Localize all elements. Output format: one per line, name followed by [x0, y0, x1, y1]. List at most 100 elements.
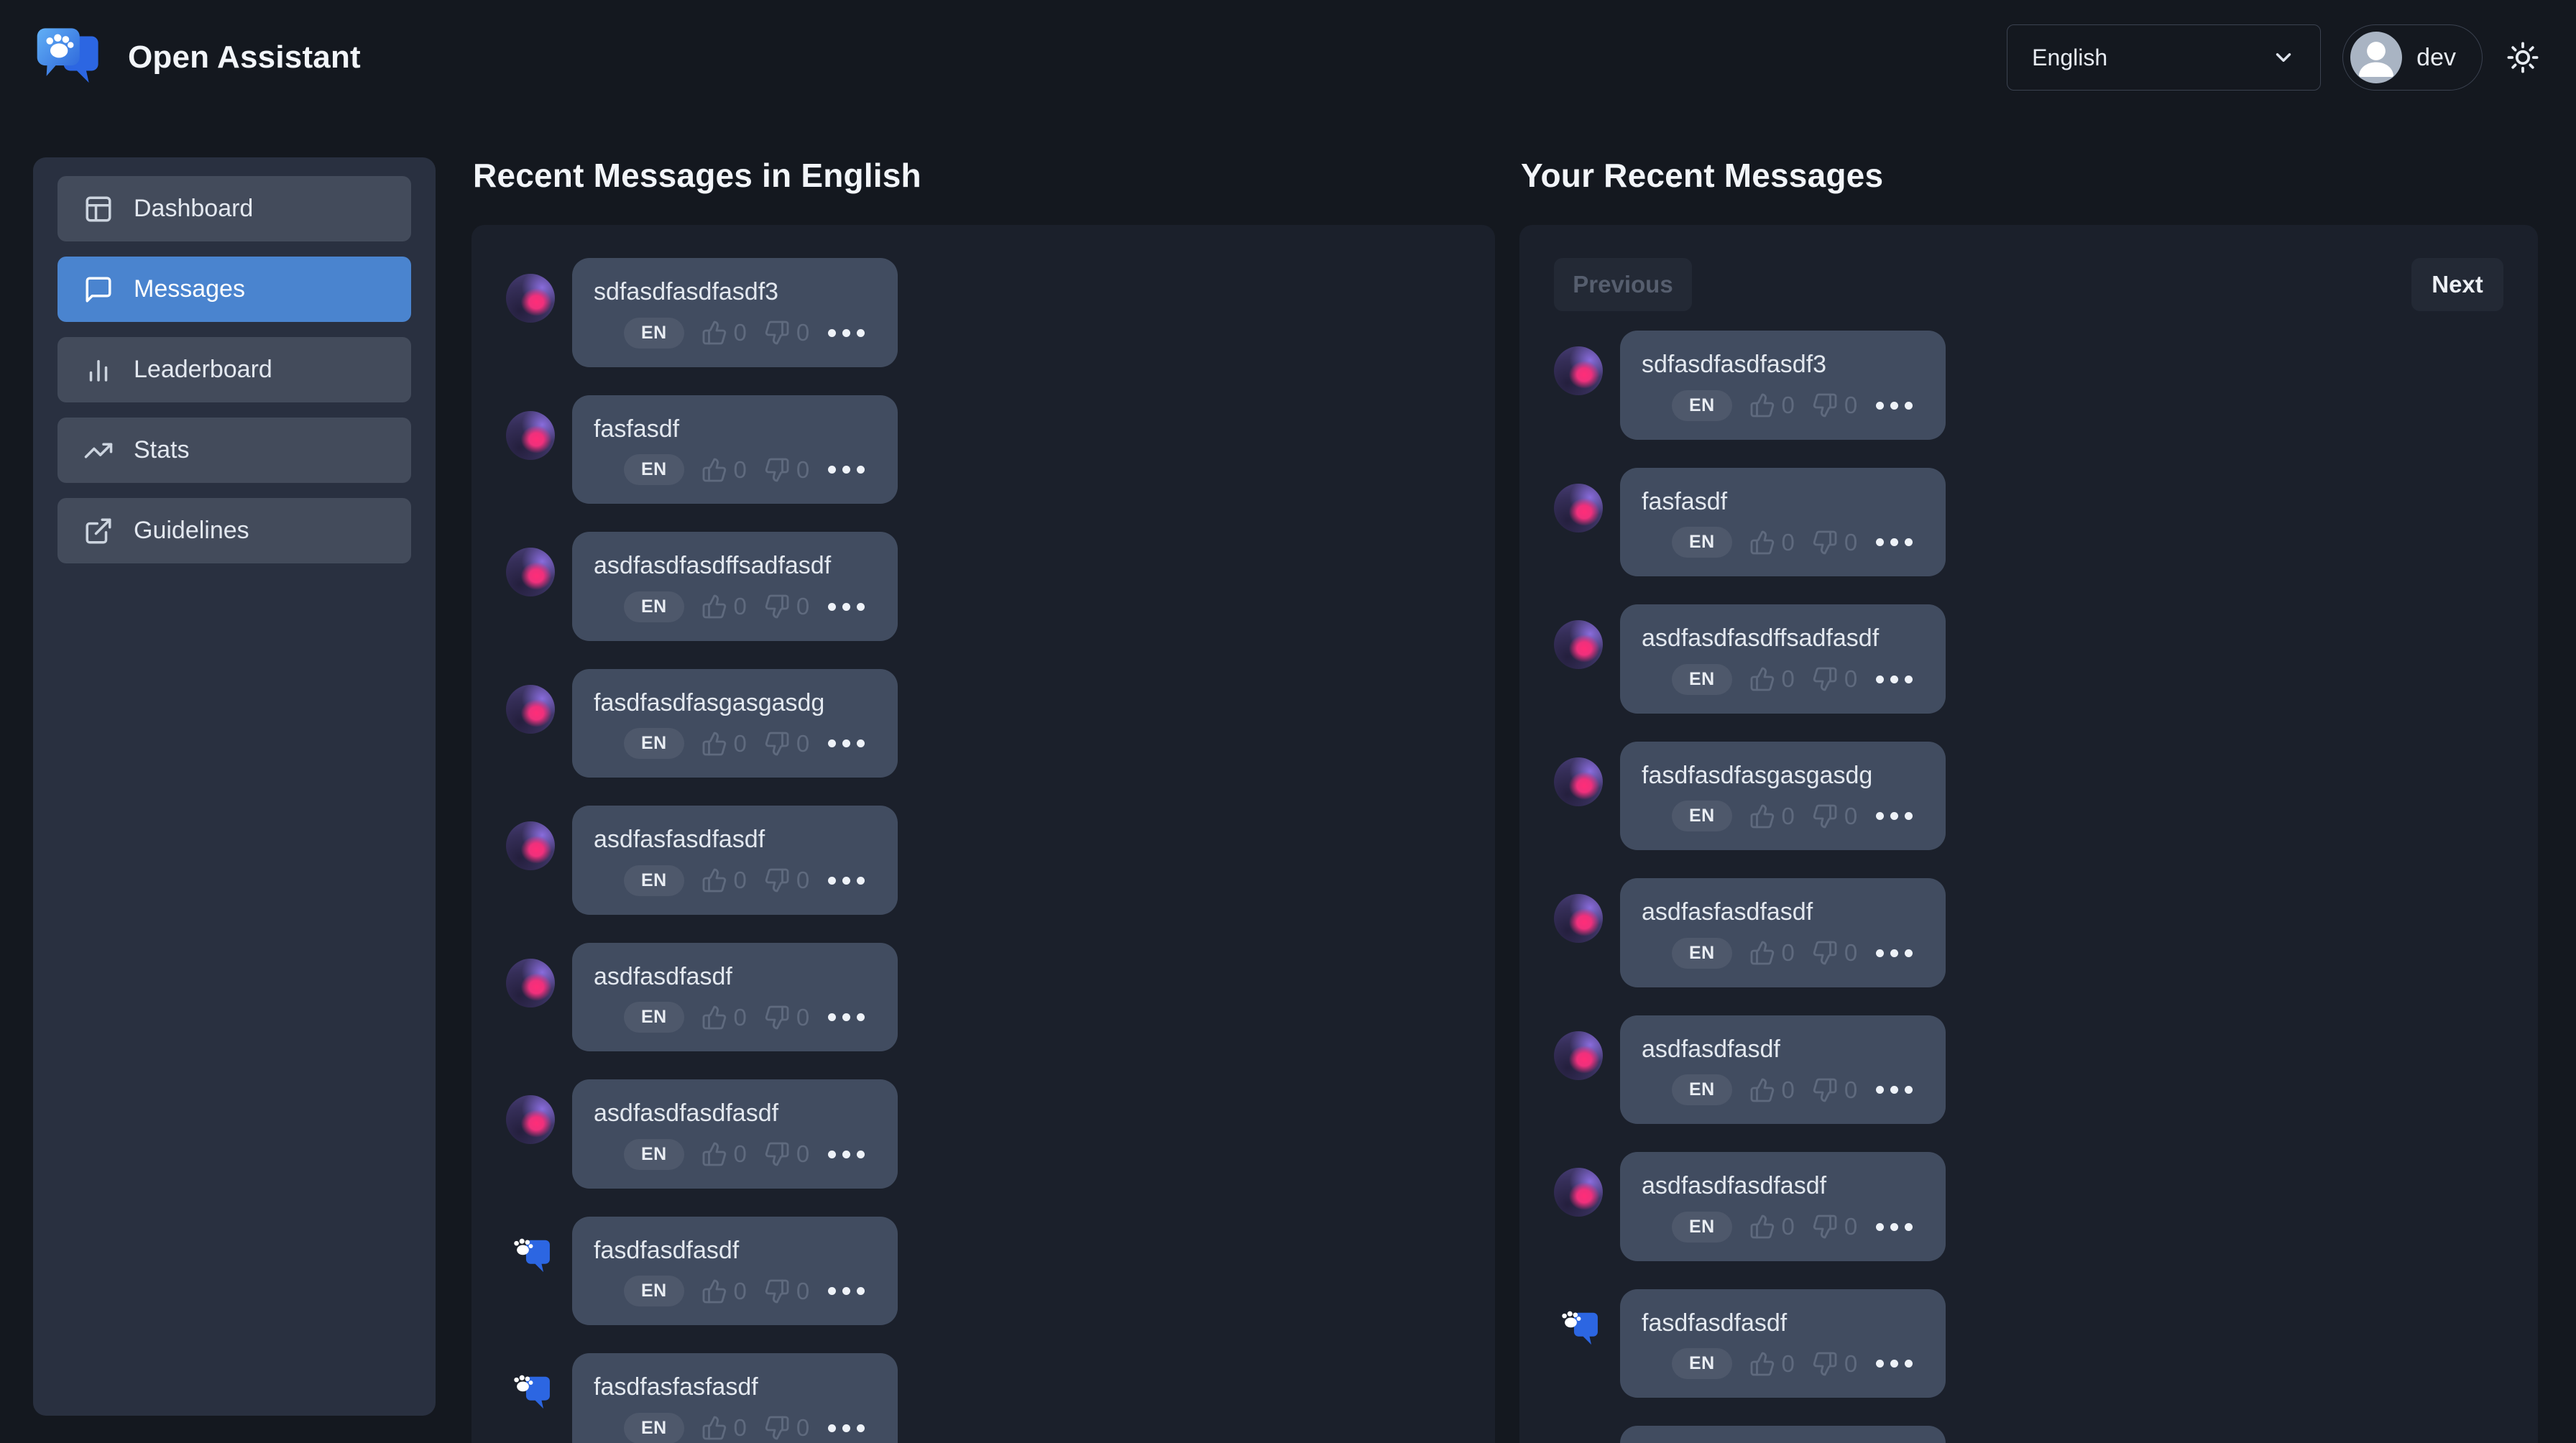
more-options-button[interactable]	[827, 874, 866, 888]
thumbs-down-count: 0	[1812, 803, 1857, 830]
thumbs-up-icon	[1750, 1078, 1774, 1102]
message-bubble[interactable]: fasdfasdfasgasgasdg EN 0 0	[1620, 741, 1946, 850]
assistant-avatar	[1554, 1031, 1603, 1080]
assistant-avatar	[506, 684, 555, 734]
more-options-button[interactable]	[1874, 399, 1914, 412]
more-options-button[interactable]	[1874, 1357, 1914, 1370]
more-options-button[interactable]	[1874, 946, 1914, 960]
open-assistant-logo-icon	[37, 28, 98, 83]
thumbs-up-count: 0	[702, 730, 747, 757]
message-bubble[interactable]: EN 0 0	[1620, 1426, 1946, 1443]
message-meta: EN 0 0	[1672, 389, 1914, 421]
message-bubble[interactable]: asdfasdfasdf EN 0 0	[1620, 1015, 1946, 1124]
message-meta: EN 0 0	[624, 1002, 866, 1033]
thumbs-up-count: 0	[1749, 392, 1795, 419]
more-options-button[interactable]	[827, 1421, 866, 1435]
sidebar-item-dashboard[interactable]: Dashboard	[58, 176, 411, 241]
thumbs-up-count: 0	[1749, 529, 1795, 556]
thumbs-up-value: 0	[1781, 802, 1795, 829]
message-meta: EN 0 0	[624, 865, 866, 896]
assistant-avatar	[1554, 346, 1603, 395]
message-bubble[interactable]: asdfasdfasdffsadfasdf EN 0 0	[1620, 604, 1946, 714]
message-row: fasdfasdfasgasgasdg EN 0 0	[506, 668, 1460, 778]
more-options-button[interactable]	[1874, 673, 1914, 686]
user-avatar	[1555, 1306, 1598, 1345]
next-page-button[interactable]: Next	[2411, 258, 2503, 311]
message-meta: EN 0 0	[1672, 1211, 1914, 1243]
assistant-avatar	[1554, 483, 1603, 533]
more-options-button[interactable]	[1874, 809, 1914, 823]
message-bubble[interactable]: fasfasdf EN 0 0	[572, 395, 898, 504]
thumbs-up-value: 0	[733, 1277, 747, 1304]
thumbs-down-count: 0	[1812, 665, 1857, 693]
more-options-button[interactable]	[827, 600, 866, 614]
your-messages-heading: Your Recent Messages	[1521, 157, 1884, 194]
thumbs-up-icon	[1750, 667, 1774, 691]
thumbs-up-count: 0	[702, 593, 747, 620]
language-badge: EN	[624, 1412, 684, 1443]
thumbs-down-count: 0	[1812, 1077, 1857, 1104]
thumbs-down-icon	[1813, 1352, 1837, 1375]
thumbs-down-count: 0	[764, 1004, 809, 1031]
language-badge: EN	[624, 454, 684, 485]
thumbs-up-count: 0	[702, 1004, 747, 1031]
message-row: sdfasdfasdfasdf3 EN 0 0	[1554, 331, 2503, 440]
message-bubble[interactable]: sdfasdfasdfasdf3 EN 0 0	[572, 258, 898, 367]
header-actions: English dev	[2007, 24, 2542, 91]
more-options-button[interactable]	[827, 1010, 866, 1024]
message-bubble[interactable]: asdfasdfasdf EN 0 0	[572, 942, 898, 1051]
message-text: asdfasdfasdffsadfasdf	[594, 552, 832, 579]
message-bubble[interactable]: fasfasdf EN 0 0	[1620, 467, 1946, 576]
thumbs-down-icon	[765, 1142, 789, 1166]
message-meta: EN 0 0	[624, 591, 866, 622]
more-options-button[interactable]	[1874, 1083, 1914, 1097]
message-avatar	[506, 1369, 555, 1414]
more-options-button[interactable]	[827, 1148, 866, 1161]
thumbs-down-count: 0	[764, 867, 809, 894]
message-bubble[interactable]: fasdfasdfasdf EN 0 0	[1620, 1288, 1946, 1398]
more-options-button[interactable]	[827, 326, 866, 340]
sidebar-item-leaderboard[interactable]: Leaderboard	[58, 337, 411, 402]
message-row: fasdfasfasfasdf EN 0 0	[506, 1353, 1460, 1443]
sidebar-item-guidelines[interactable]: Guidelines	[58, 498, 411, 563]
sidebar-item-label: Leaderboard	[134, 356, 272, 383]
more-options-button[interactable]	[827, 1284, 866, 1298]
message-bubble[interactable]: fasdfasfasfasdf EN 0 0	[572, 1353, 898, 1443]
language-badge: EN	[1672, 801, 1732, 831]
message-bubble[interactable]: fasdfasdfasdf EN 0 0	[572, 1216, 898, 1325]
assistant-avatar	[1554, 894, 1603, 943]
thumbs-down-icon	[765, 321, 789, 345]
message-avatar	[1554, 894, 1603, 943]
message-bubble[interactable]: asdfasfasdfasdf EN 0 0	[1620, 878, 1946, 987]
thumbs-up-icon	[1750, 1352, 1774, 1375]
more-options-button[interactable]	[1874, 535, 1914, 549]
messages-icon	[83, 275, 114, 305]
message-bubble[interactable]: sdfasdfasdfasdf3 EN 0 0	[1620, 331, 1946, 440]
message-bubble[interactable]: asdfasfasdfasdf EN 0 0	[572, 806, 898, 915]
assistant-avatar	[1554, 1168, 1603, 1217]
language-select[interactable]: English	[2007, 24, 2322, 91]
thumbs-down-value: 0	[796, 456, 810, 483]
message-meta: EN 0 0	[1672, 527, 1914, 558]
sidebar-item-stats[interactable]: Stats	[58, 418, 411, 483]
more-options-button[interactable]	[1874, 1220, 1914, 1234]
thumbs-down-value: 0	[796, 1277, 810, 1304]
thumbs-up-count: 0	[1749, 939, 1795, 967]
message-bubble[interactable]: asdfasdfasdffsadfasdf EN 0 0	[572, 532, 898, 641]
message-bubble[interactable]: asdfasdfasdfasdf EN 0 0	[1620, 1152, 1946, 1261]
thumbs-up-value: 0	[733, 1140, 747, 1167]
theme-toggle-button[interactable]	[2504, 39, 2542, 76]
thumbs-down-icon	[765, 732, 789, 755]
message-avatar	[506, 274, 555, 323]
thumbs-down-value: 0	[796, 729, 810, 757]
previous-page-button[interactable]: Previous	[1554, 258, 1692, 311]
sidebar-item-messages[interactable]: Messages	[58, 257, 411, 322]
message-row: fasdfasdfasgasgasdg EN 0 0	[1554, 741, 2503, 850]
message-text: asdfasdfasdf	[1642, 1035, 1780, 1063]
thumbs-up-value: 0	[733, 1414, 747, 1441]
more-options-button[interactable]	[827, 737, 866, 750]
user-menu-button[interactable]: dev	[2342, 24, 2483, 91]
message-bubble[interactable]: fasdfasdfasgasgasdg EN 0 0	[572, 668, 898, 778]
more-options-button[interactable]	[827, 463, 866, 476]
message-bubble[interactable]: asdfasdfasdfasdf EN 0 0	[572, 1079, 898, 1189]
